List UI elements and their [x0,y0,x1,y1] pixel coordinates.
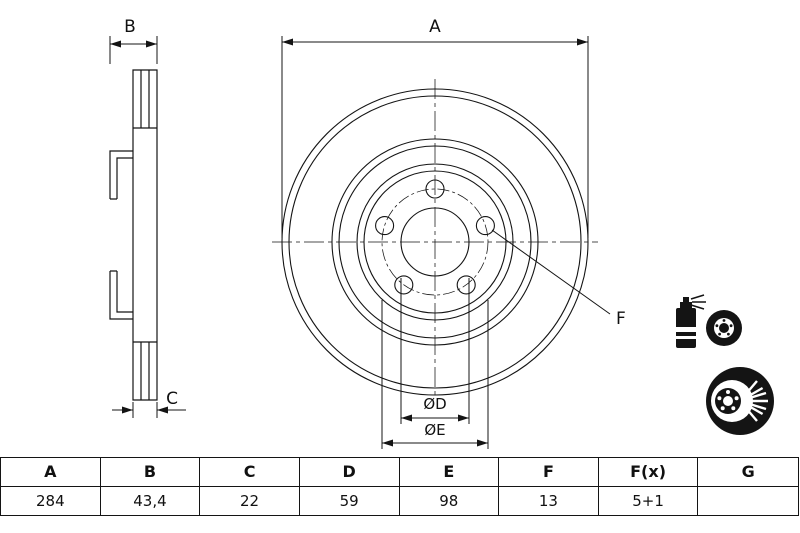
dim-d-lines [400,278,470,424]
dimension-c: C [112,389,186,418]
can-band [676,327,696,332]
friction-ring-outline [132,69,158,401]
spec-value-cell-fx: 5+1 [599,487,699,515]
small-disc-hub [719,323,729,333]
side-view-cross-section [109,69,158,401]
front-view [272,79,598,398]
dim-a-lines [281,36,589,238]
dimension-f: F [491,229,626,329]
vent-lines-top [133,70,157,129]
dimension-b: B [109,17,158,64]
dim-b-label: B [124,17,136,37]
small-disc-bolt [729,324,733,328]
spray-lines [690,294,706,310]
dim-e-lines [381,300,489,449]
can-band [676,336,696,339]
hat-inner-face [116,157,133,313]
spec-header-cell-d: D [299,458,400,487]
dim-d-label: ØD [423,395,446,413]
spec-header-cell-e: E [399,458,500,487]
arrowhead-right-icon [458,414,469,422]
spec-value-cell-f: 13 [499,487,599,515]
spec-value-cell-a: 284 [1,487,101,515]
disc-bolt [720,406,725,411]
dim-c-label: C [166,389,178,409]
spec-value-cell-e: 98 [400,487,500,515]
spec-value-cell-b: 43,4 [101,487,201,515]
disc-bolt [731,406,736,411]
vent-lines-bottom [133,341,157,400]
small-disc-bolt [722,319,726,322]
disc-bolt [734,396,739,401]
center-bore-edges [110,198,117,272]
small-disc-bolt [727,332,730,336]
arrowhead-left-icon [382,439,393,447]
spec-value-cell-d: 59 [300,487,400,515]
technical-drawing: A B C ØD ØE [109,17,774,449]
spec-header-cell-b: B [100,458,201,487]
arrowhead-left-icon [110,40,121,48]
arrowhead-right-icon [577,38,588,46]
hat-outline [109,150,133,320]
bolt-hole [394,275,414,295]
can-nozzle [683,297,689,302]
small-disc-bolt [718,332,721,336]
dimension-a: A [281,17,589,238]
spec-header-cell-c: C [200,458,300,487]
dim-b-lines [109,36,158,64]
spec-header-cell-fx: F(x) [598,458,699,487]
arrowhead-left-icon [282,38,293,46]
arrowhead-right-icon [146,40,157,48]
dim-f-label: F [616,309,626,329]
spec-value-cell-c: 22 [200,487,300,515]
spec-table: A B C D E F F(x) G 284 43,4 22 59 98 13 … [0,457,799,516]
leader-line-f [491,229,611,315]
disc-bolt [717,396,722,401]
spray-can-icon [676,294,742,348]
dim-e-label: ØE [424,421,445,439]
disc-center-bore [723,396,733,406]
dimension-d: ØD [400,278,470,424]
brake-disc-icon [706,367,774,435]
dim-a-label: A [429,17,441,37]
spec-value-cell-g [698,487,798,515]
disc-bolt [726,390,730,394]
bolt-hole [456,275,476,295]
can-cap [680,302,692,308]
arrowhead-right-icon [477,439,488,447]
arrowhead-right-icon [157,406,168,414]
dimension-e: ØE [381,300,489,449]
spec-header-cell-g: G [698,458,798,487]
small-disc-bolt [715,324,719,328]
arrowhead-left-icon [122,406,133,414]
bolt-hole [475,216,495,236]
arrowhead-left-icon [401,414,412,422]
bolt-hole [375,216,395,236]
spec-header-cell-a: A [1,458,101,487]
spec-header-cell-f: F [499,458,599,487]
